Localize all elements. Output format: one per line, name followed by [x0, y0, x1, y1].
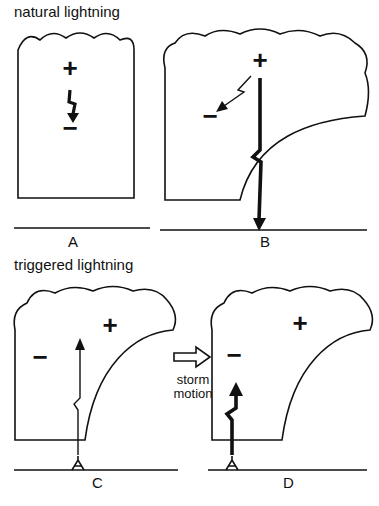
arrow-head [75, 338, 85, 350]
arrow-head [216, 101, 228, 112]
charge-sign: + [292, 310, 307, 336]
panel-letter: C [92, 475, 103, 492]
arrow-label: storm motion [170, 373, 216, 400]
ground-line [14, 469, 178, 471]
lightning-bolt [227, 394, 236, 455]
ground-line [208, 469, 367, 471]
charge-sign: + [62, 55, 77, 81]
tower-symbol [72, 456, 84, 470]
storm-cloud: −+ [212, 285, 367, 440]
panel-letter: A [68, 234, 78, 251]
tower-symbol [226, 456, 238, 470]
lightning-bolt [69, 90, 75, 114]
charge-sign: − [202, 103, 217, 129]
lightning-bolt [74, 348, 80, 455]
panel-letter: D [283, 475, 294, 492]
ground-line [14, 227, 150, 229]
section-heading: natural lightning [14, 4, 120, 21]
ground-line [160, 229, 367, 231]
arrow-head [229, 382, 243, 396]
arrow-head [253, 218, 266, 231]
lightning-bolt [253, 78, 261, 220]
storm-cloud: +− [18, 30, 134, 198]
storm-motion-arrow: storm motion [172, 345, 216, 409]
charge-sign: + [252, 47, 267, 73]
charge-sign: − [226, 342, 241, 368]
charge-sign: + [102, 312, 117, 338]
storm-cloud: −+ [15, 285, 175, 440]
panel-letter: B [260, 234, 270, 251]
charge-sign: − [62, 115, 77, 141]
section-heading: triggered lightning [14, 257, 133, 274]
storm-cloud: +− [160, 28, 370, 200]
lightning-bolt [224, 76, 251, 106]
charge-sign: − [32, 344, 47, 370]
